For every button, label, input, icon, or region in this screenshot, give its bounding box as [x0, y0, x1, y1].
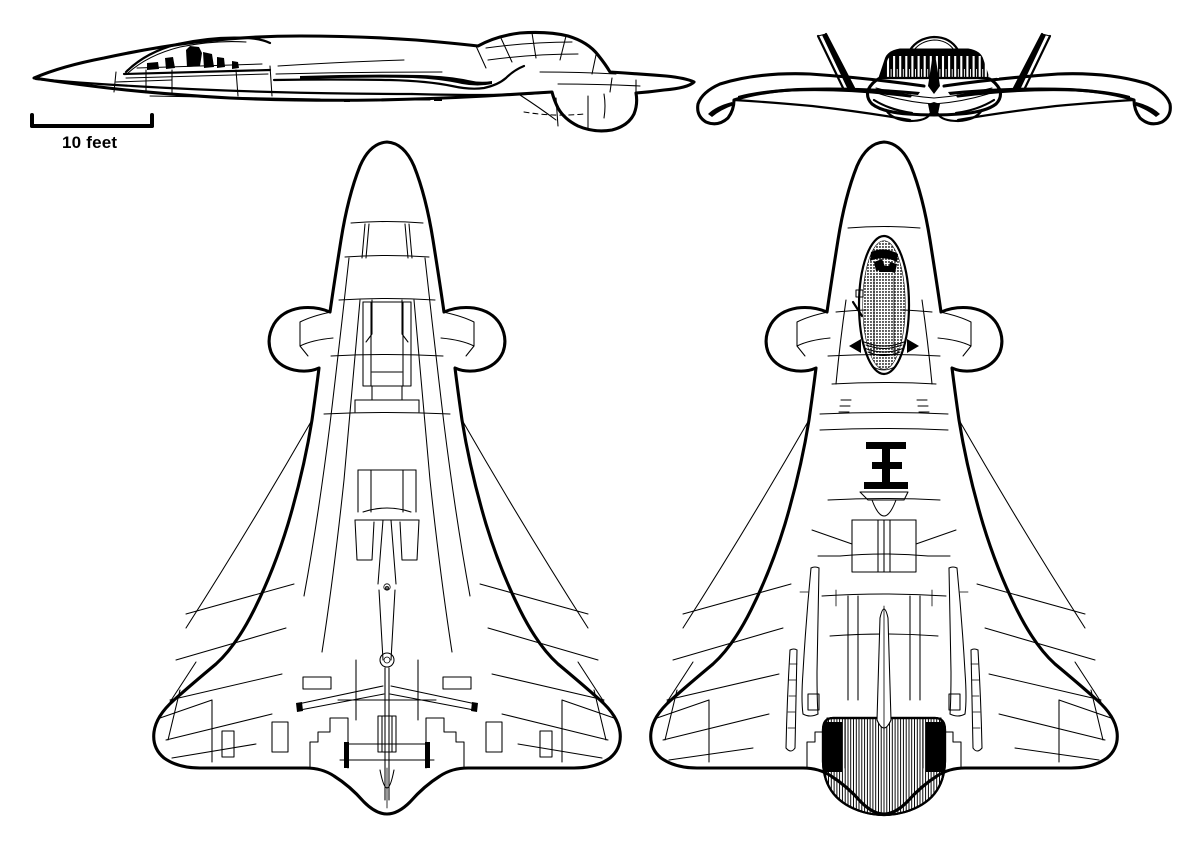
rescue-marking-slash — [851, 300, 864, 318]
cockpit-interior-detail — [136, 46, 263, 70]
hinge-ticks-left — [787, 663, 798, 729]
rescue-panel-square — [855, 289, 864, 298]
hinge-ticks-right — [970, 663, 981, 729]
side-profile-view — [32, 30, 696, 133]
cockpit-canopy — [863, 241, 905, 371]
canopy-jettison-arrow-right — [907, 339, 919, 353]
engine-intake-grille — [886, 56, 1000, 78]
vent-row-right — [916, 399, 930, 413]
top-planform-view — [649, 140, 1119, 817]
vent-row-left — [838, 399, 852, 413]
access-marking-f — [864, 442, 908, 489]
bottom-planform-view — [152, 140, 622, 816]
scale-bar — [30, 113, 154, 128]
canopy-jettison-arrow-left — [849, 339, 861, 353]
exhaust-nozzle-hatching — [823, 718, 945, 815]
scale-bar-label: 10 feet — [62, 133, 117, 152]
front-elevation-view — [696, 32, 1172, 126]
